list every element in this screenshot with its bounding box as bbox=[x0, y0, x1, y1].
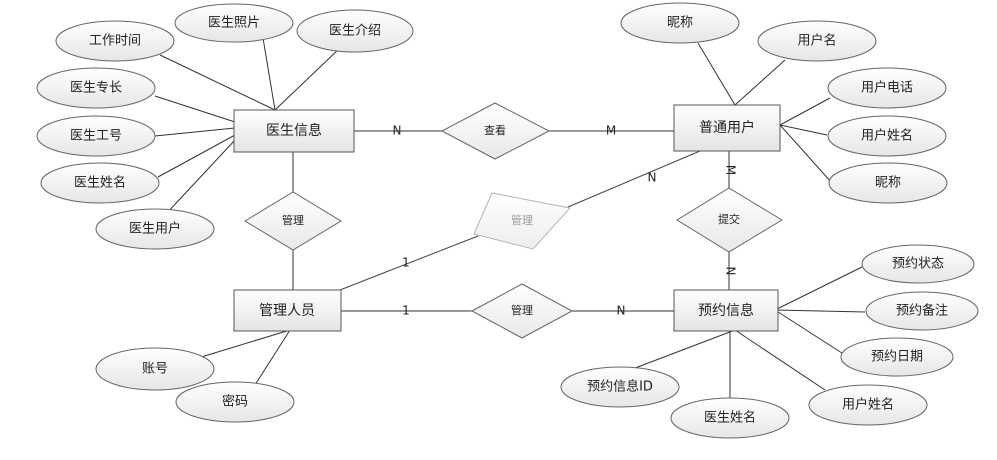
attr-user-phone: 用户电话 bbox=[827, 67, 947, 109]
entity-normal-user-label: 普通用户 bbox=[699, 119, 755, 136]
attr-appt-user-name: 用户姓名 bbox=[808, 384, 928, 426]
svg-text:用户姓名: 用户姓名 bbox=[842, 397, 894, 413]
svg-text:医生照片: 医生照片 bbox=[208, 16, 260, 31]
entity-admin: 管理人员 bbox=[233, 289, 342, 332]
attr-doctor-specialty: 医生专长 bbox=[36, 67, 156, 109]
relationship-manage-user: 管理 bbox=[473, 192, 571, 250]
attr-doctor-photo: 医生照片 bbox=[174, 3, 294, 43]
relationship-view: 查看 bbox=[440, 102, 551, 160]
relationship-manage-appointment-label: 管理 bbox=[511, 303, 533, 317]
attr-doctor-user: 医生用户 bbox=[95, 208, 215, 250]
svg-text:预约信息ID: 预约信息ID bbox=[587, 379, 653, 395]
attr-user-username: 用户名 bbox=[757, 20, 877, 62]
entity-normal-user: 普通用户 bbox=[673, 104, 781, 152]
attr-admin-password: 密码 bbox=[175, 381, 295, 423]
relationship-manage-doctor-label: 管理 bbox=[282, 213, 304, 227]
entity-admin-label: 管理人员 bbox=[259, 303, 315, 319]
attr-appt-remark: 预约备注 bbox=[865, 291, 979, 331]
attr-doctor-name: 医生姓名 bbox=[40, 162, 160, 204]
svg-text:医生姓名: 医生姓名 bbox=[704, 410, 756, 426]
card-submit-appointment: N bbox=[724, 267, 738, 276]
attr-doctor-work-time: 工作时间 bbox=[55, 20, 175, 62]
entity-appointment: 预约信息 bbox=[673, 289, 779, 332]
svg-text:医生用户: 医生用户 bbox=[129, 221, 181, 237]
svg-text:昵称: 昵称 bbox=[875, 176, 901, 191]
svg-text:医生姓名: 医生姓名 bbox=[74, 175, 126, 191]
card-manage-user-admin: 1 bbox=[402, 256, 410, 270]
svg-text:工作时间: 工作时间 bbox=[89, 34, 141, 49]
svg-text:医生工号: 医生工号 bbox=[70, 129, 122, 144]
attr-appt-status: 预约状态 bbox=[861, 244, 975, 284]
relationship-manage-doctor: 管理 bbox=[244, 191, 342, 251]
entity-appointment-label: 预约信息 bbox=[698, 302, 754, 319]
svg-text:用户电话: 用户电话 bbox=[861, 80, 913, 96]
svg-text:医生介绍: 医生介绍 bbox=[329, 24, 381, 39]
attr-appt-doctor-name: 医生姓名 bbox=[670, 397, 790, 439]
attr-user-nickname-bottom: 昵称 bbox=[828, 162, 948, 204]
attr-doctor-id: 医生工号 bbox=[36, 115, 156, 157]
svg-text:用户名: 用户名 bbox=[797, 33, 836, 49]
svg-text:用户姓名: 用户姓名 bbox=[861, 128, 913, 144]
attr-doctor-intro: 医生介绍 bbox=[296, 9, 414, 53]
attr-user-nickname-top: 昵称 bbox=[620, 2, 740, 44]
relationship-view-label: 查看 bbox=[484, 123, 506, 137]
entity-doctor-info-label: 医生信息 bbox=[266, 122, 322, 139]
attr-appt-date: 预约日期 bbox=[840, 337, 954, 377]
entity-doctor-info: 医生信息 bbox=[233, 109, 355, 153]
svg-text:密码: 密码 bbox=[222, 394, 248, 410]
card-submit-user: M bbox=[724, 165, 738, 175]
relationship-submit: 提交 bbox=[676, 187, 783, 253]
relationship-manage-user-label: 管理 bbox=[511, 213, 533, 227]
connector-lines bbox=[154, 37, 866, 400]
svg-text:预约日期: 预约日期 bbox=[871, 350, 923, 365]
card-manage-appt-appointment: N bbox=[617, 304, 626, 318]
svg-text:医生专长: 医生专长 bbox=[70, 81, 122, 96]
card-view-doctor: N bbox=[393, 124, 402, 138]
svg-text:昵称: 昵称 bbox=[667, 16, 693, 31]
attr-user-realname: 用户姓名 bbox=[827, 115, 947, 157]
cardinality-labels: N M N 1 M N 1 N bbox=[393, 124, 738, 318]
attr-appt-id: 预约信息ID bbox=[560, 366, 680, 408]
relationship-submit-label: 提交 bbox=[718, 212, 740, 226]
card-manage-user-user: N bbox=[648, 171, 657, 185]
svg-text:预约备注: 预约备注 bbox=[896, 303, 948, 319]
svg-text:账号: 账号 bbox=[142, 362, 168, 377]
relationship-manage-appointment: 管理 bbox=[470, 283, 574, 339]
attr-admin-account: 账号 bbox=[95, 347, 215, 391]
card-view-user: M bbox=[606, 124, 616, 138]
svg-text:预约状态: 预约状态 bbox=[892, 257, 944, 272]
card-manage-appt-admin: 1 bbox=[402, 304, 410, 318]
